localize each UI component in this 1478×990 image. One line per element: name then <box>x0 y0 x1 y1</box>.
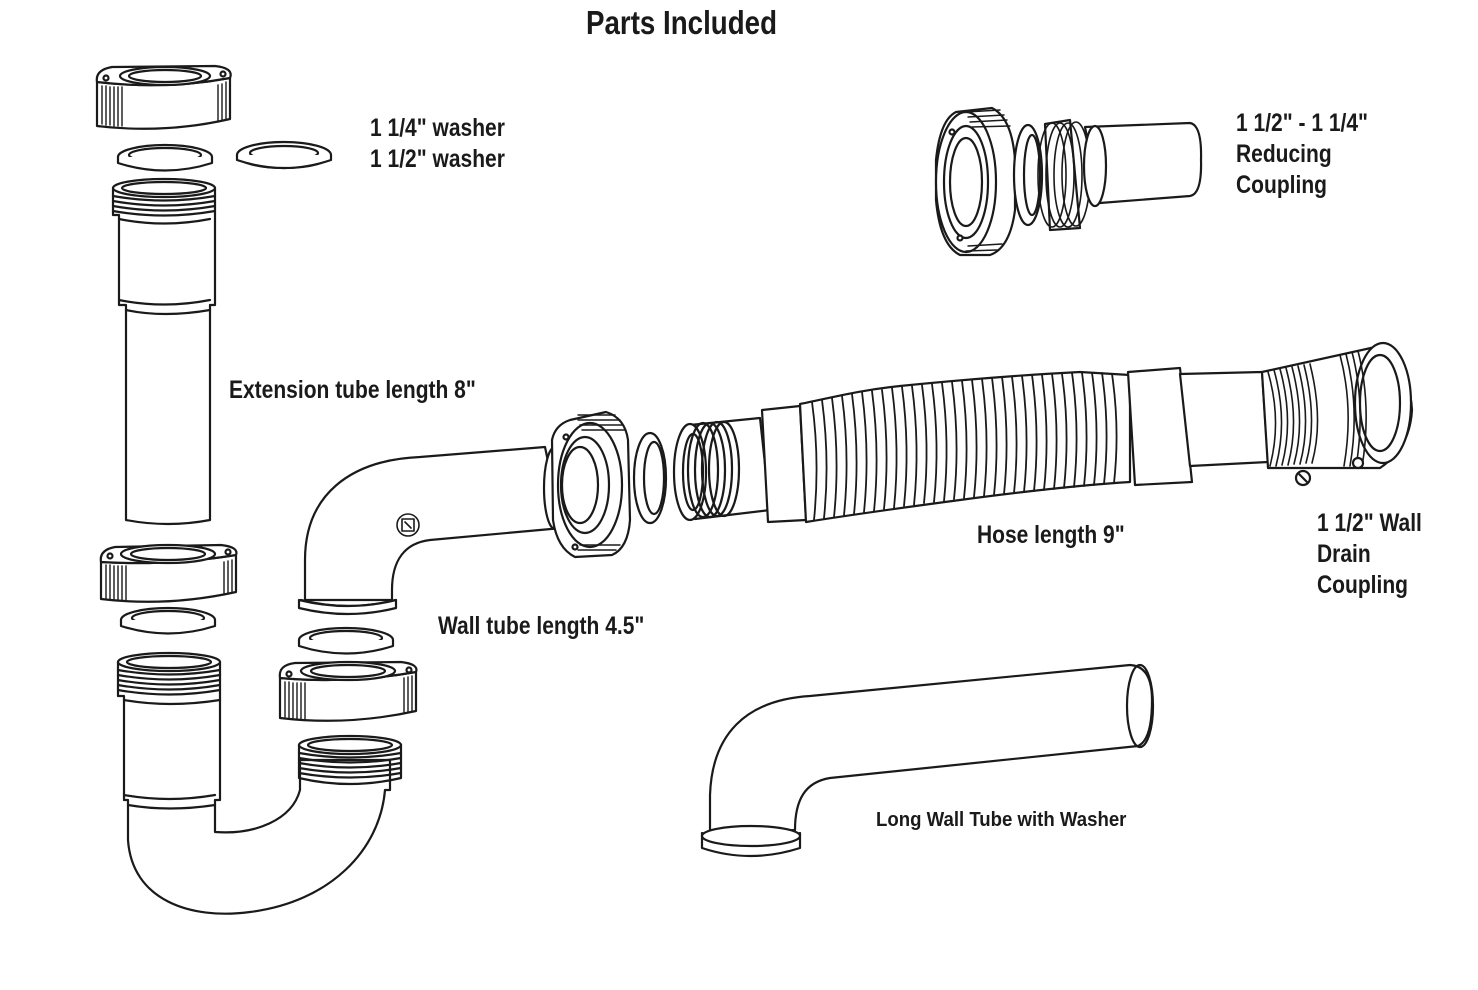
extension-tube <box>111 177 217 526</box>
diagram-title: Parts Included <box>586 4 778 41</box>
extension-tube-label: Extension tube length 8" <box>229 376 476 404</box>
reducing-coupling-label-line1: 1 1/2" - 1 1/4" <box>1236 109 1368 137</box>
hose-label: Hose length 9" <box>977 521 1125 549</box>
wall-drain-coupling-label: 1 1/2" Wall Drain Coupling <box>1317 508 1422 601</box>
slip-nut-top <box>95 64 232 130</box>
slip-nut-wall-tube <box>278 660 418 722</box>
j-bend <box>116 651 403 915</box>
wall-drain-label-line3: Coupling <box>1317 571 1408 599</box>
washer-lower <box>119 606 217 635</box>
reducing-coupling <box>934 106 1203 257</box>
wall-tube-short <box>297 445 568 616</box>
reducing-coupling-label-line3: Coupling <box>1236 171 1327 199</box>
slip-nut-side <box>550 410 632 559</box>
washer-1-5-label: 1 1/2" washer <box>370 145 505 173</box>
long-wall-tube-label: Long Wall Tube with Washer <box>876 809 1127 831</box>
washer-wall-tube <box>297 626 395 655</box>
slip-nut-lower <box>99 543 238 603</box>
washer-1-5-flat <box>235 140 333 170</box>
wall-drain-label-line2: Drain <box>1317 540 1371 568</box>
wall-drain-coupling <box>1260 341 1414 487</box>
wall-drain-label-line1: 1 1/2" Wall <box>1317 509 1422 537</box>
washer-1-25-under-nut <box>116 143 214 172</box>
long-wall-tube <box>700 663 1155 858</box>
reducing-coupling-label-line2: Reducing <box>1236 140 1332 168</box>
flexible-hose <box>672 366 1270 524</box>
reducing-coupling-label: 1 1/2" - 1 1/4" Reducing Coupling <box>1236 108 1368 201</box>
washer-labels: 1 1/4" washer 1 1/2" washer <box>370 113 505 175</box>
wall-tube-label: Wall tube length 4.5" <box>438 612 645 640</box>
washer-side <box>632 431 668 525</box>
washer-1-25-label: 1 1/4" washer <box>370 114 505 142</box>
